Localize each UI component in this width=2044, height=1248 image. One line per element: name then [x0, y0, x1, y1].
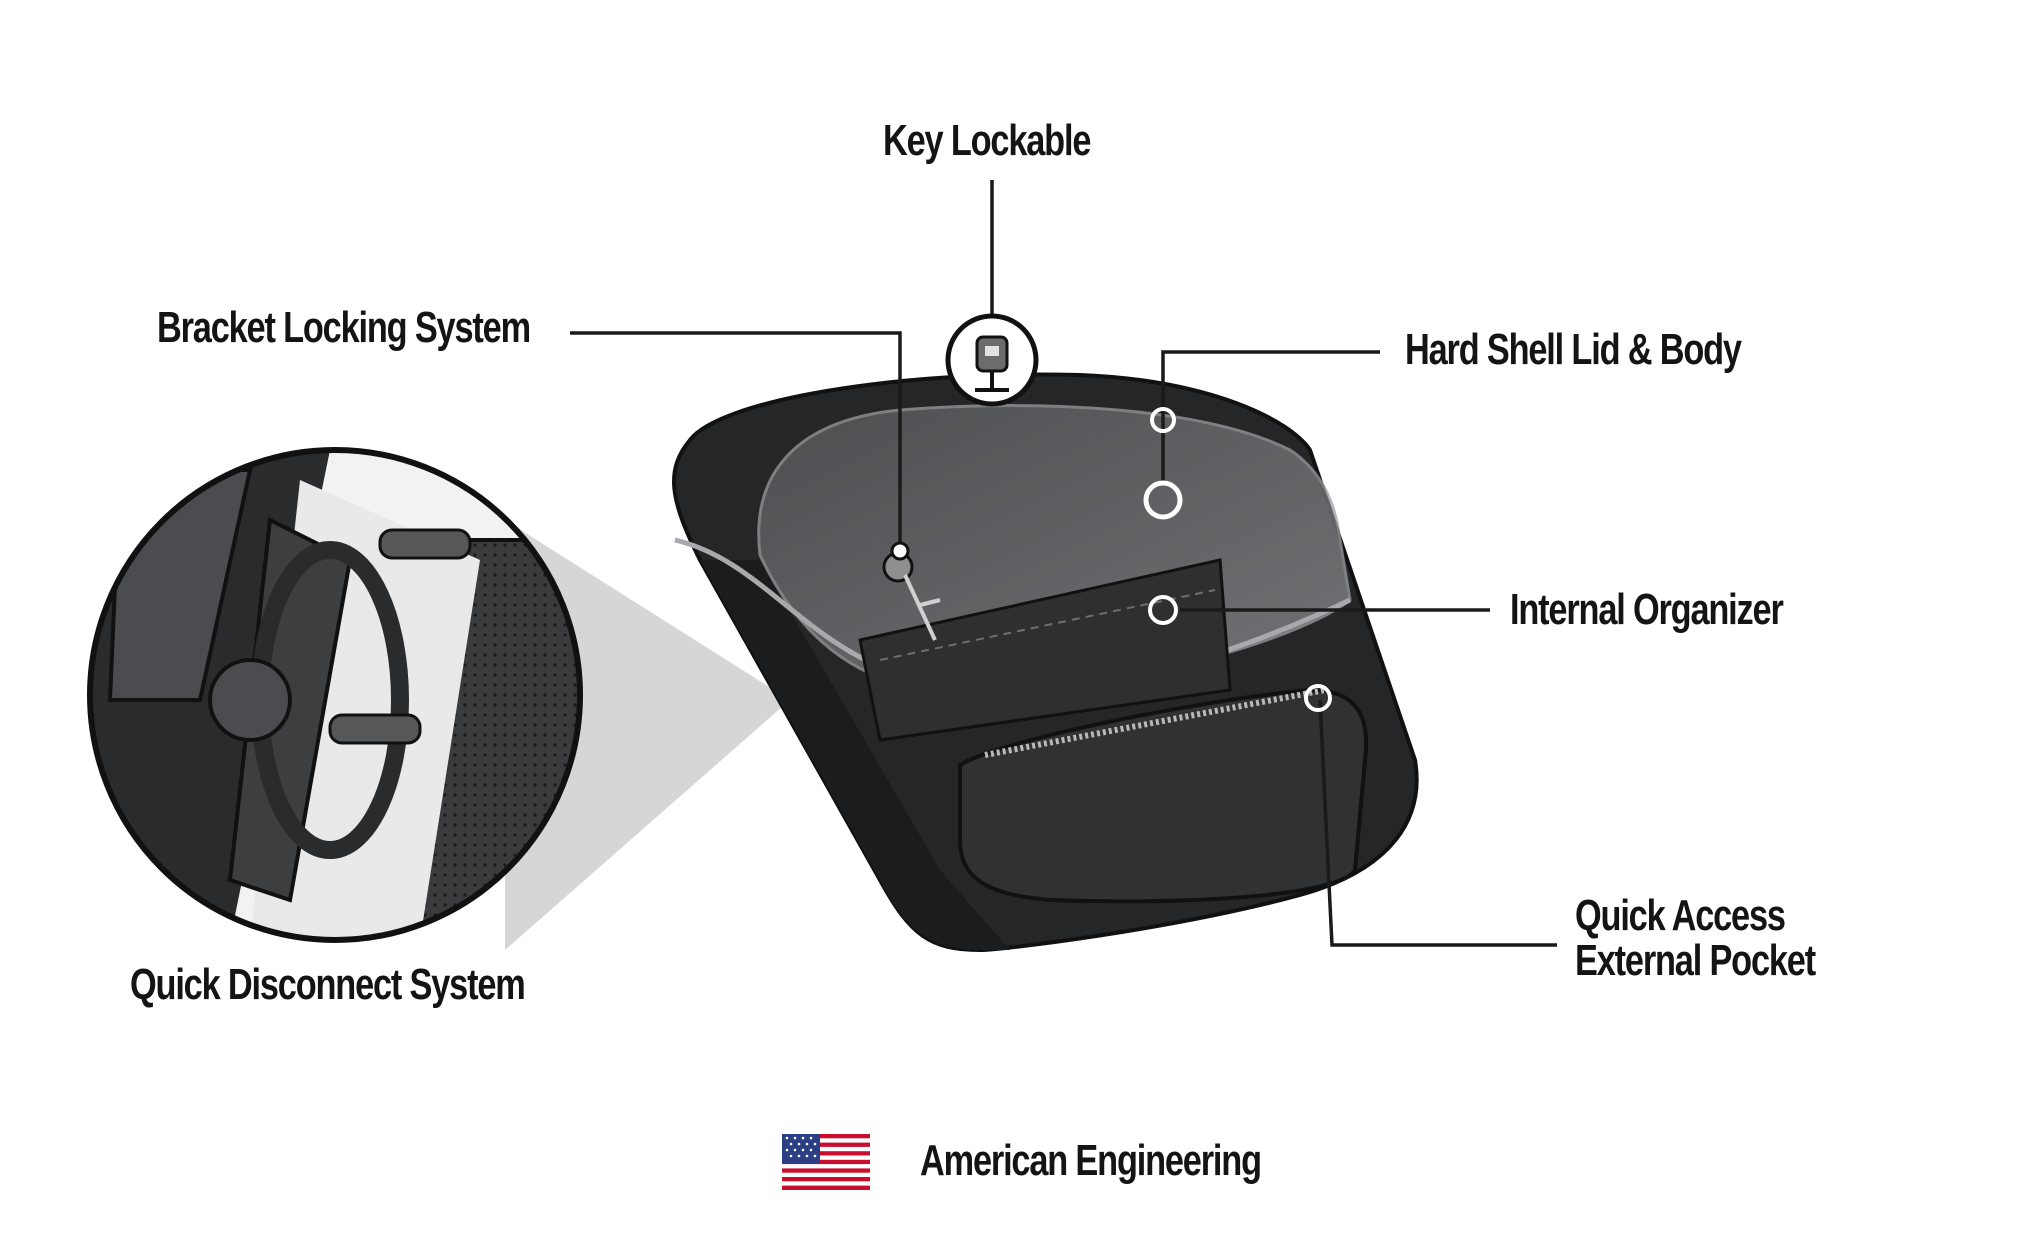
callout-quick-access-line2: External Pocket — [1575, 936, 1816, 985]
leader-bracket-locking — [570, 331, 902, 547]
american-engineering-label: American Engineering — [920, 1136, 1262, 1185]
key-lock-icon — [975, 335, 1009, 392]
bag-side-shade — [700, 560, 1010, 950]
external-pocket — [958, 687, 1369, 904]
zoom-cone — [505, 520, 790, 950]
pocket-zipper — [984, 687, 1326, 758]
leader-hard-shell — [1161, 350, 1380, 482]
callout-quick-access-line1: Quick Access — [1575, 891, 1786, 940]
saddlebag-illustration — [672, 372, 1419, 953]
leader-quick-access — [1318, 699, 1557, 947]
callout-hard-shell-lid-body: Hard Shell Lid & Body — [1405, 325, 1742, 374]
organizer-panel — [858, 558, 1232, 742]
callout-internal-organizer: Internal Organizer — [1510, 585, 1784, 634]
us-flag-icon — [782, 1134, 870, 1190]
callout-key-lockable: Key Lockable — [883, 116, 1091, 165]
callout-bracket-locking-system: Bracket Locking System — [157, 303, 531, 352]
zoom-inset-ring — [87, 447, 583, 943]
zoom-inset — [90, 450, 580, 940]
callout-quick-disconnect-system: Quick Disconnect System — [130, 960, 526, 1009]
